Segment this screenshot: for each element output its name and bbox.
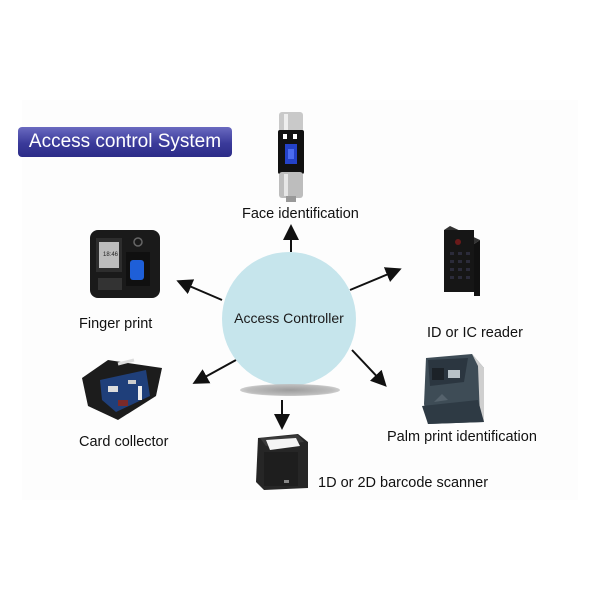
hub-shadow	[240, 384, 340, 396]
diagram-title: Access control System	[18, 127, 232, 157]
face-recognition-terminal-icon	[278, 112, 304, 202]
palm-reader-icon	[422, 354, 484, 424]
arrow-to-finger	[176, 279, 223, 301]
device-label-finger: Finger print	[79, 316, 153, 332]
fingerprint-reader-icon: 18:46	[90, 230, 160, 298]
access-controller-label: Access Controller	[234, 310, 344, 326]
device-label-palm: Palm print identification	[387, 429, 537, 445]
barcode-scanner-icon	[256, 434, 308, 490]
device-label-barcode: 1D or 2D barcode scanner	[318, 475, 489, 491]
arrow-to-idreader	[349, 267, 402, 291]
svg-text:18:46: 18:46	[103, 252, 119, 258]
arrow-to-palm	[351, 349, 387, 387]
device-label-face: Face identification	[242, 206, 359, 222]
card-reader-icon	[444, 226, 480, 296]
arrow-to-card	[192, 359, 237, 384]
card-collector-icon	[82, 358, 162, 420]
device-label-idreader: ID or IC reader	[427, 325, 523, 341]
access-controller-hub	[222, 252, 356, 386]
device-label-card: Card collector	[79, 434, 169, 450]
